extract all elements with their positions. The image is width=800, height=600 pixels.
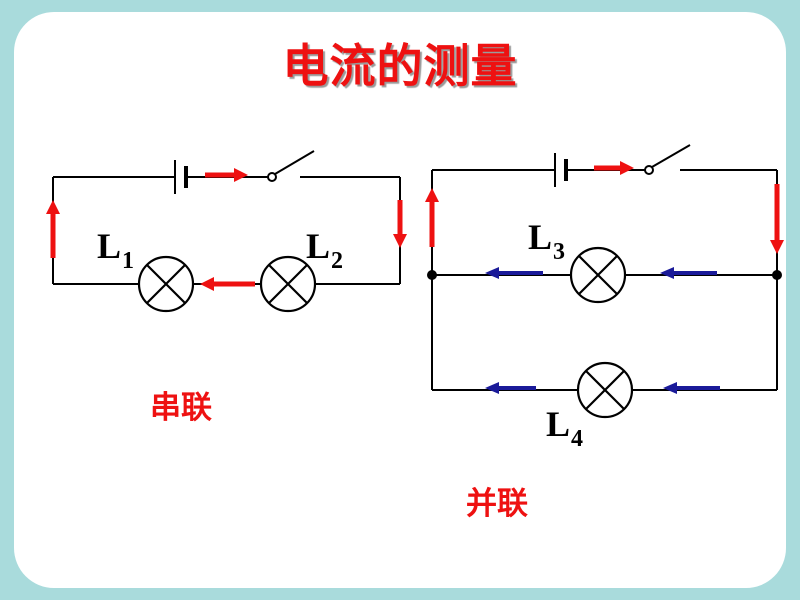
arrow-right-icon <box>205 168 248 182</box>
arrow-right-icon <box>594 161 634 175</box>
series-caption: 串联 <box>150 390 212 426</box>
label-l1: L1 <box>97 226 134 273</box>
label-l3-sub: 3 <box>553 239 566 265</box>
parallel-circuit <box>425 144 784 419</box>
switch-icon <box>267 150 315 182</box>
arrow-down-icon <box>393 200 407 248</box>
parallel-caption: 并联 <box>466 486 528 522</box>
lamp-l4-icon <box>576 361 634 419</box>
arrow-up-icon <box>46 200 60 258</box>
label-l2-letter: L <box>306 226 331 266</box>
battery-icon <box>554 153 568 187</box>
label-l1-sub: 1 <box>122 248 135 274</box>
arrow-down-icon <box>770 184 784 254</box>
arrow-up-icon <box>425 188 439 247</box>
junction-left-icon <box>427 270 437 280</box>
series-circuit <box>46 150 407 313</box>
battery-icon <box>174 160 188 194</box>
arrow-left-icon <box>485 267 543 279</box>
arrow-left-icon <box>660 267 717 279</box>
label-l4: L4 <box>546 404 583 451</box>
label-l4-letter: L <box>546 404 571 444</box>
lamp-l1-icon <box>137 255 195 313</box>
lamp-l3-icon <box>569 246 627 304</box>
branch-current-arrows <box>485 267 720 394</box>
label-l2-sub: 2 <box>331 248 344 274</box>
page-title: 电流的测量 <box>282 39 518 93</box>
label-l1-letter: L <box>97 226 122 266</box>
lamp-l2-icon <box>259 255 317 313</box>
switch-icon <box>644 144 691 175</box>
label-l2: L2 <box>306 226 343 273</box>
label-l4-sub: 4 <box>571 426 584 452</box>
slide-panel <box>14 12 786 588</box>
series-current-arrows <box>46 168 407 291</box>
junction-right-icon <box>772 270 782 280</box>
arrow-left-icon <box>200 277 255 291</box>
label-l3: L3 <box>528 217 565 264</box>
arrow-left-icon <box>485 382 536 394</box>
arrow-left-icon <box>663 382 720 394</box>
label-l3-letter: L <box>528 217 553 257</box>
parallel-main-current-arrows <box>425 161 784 254</box>
